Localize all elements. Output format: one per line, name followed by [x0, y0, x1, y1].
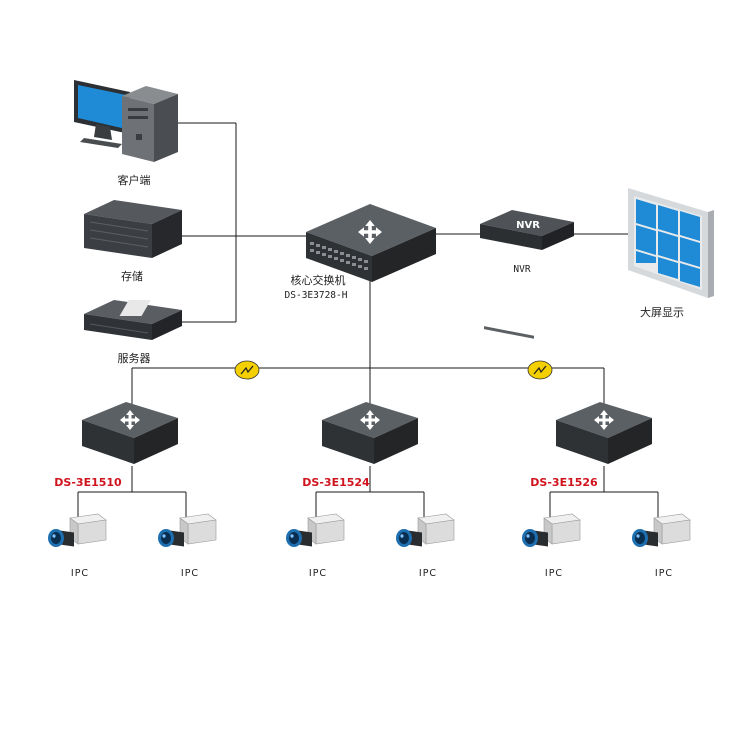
server-unit: 服务器 — [84, 300, 182, 365]
core-switch-icon — [306, 204, 436, 282]
access-switch-icon — [322, 402, 418, 464]
client-label: 客户端 — [118, 173, 151, 187]
access-switch-1: DS-3E1510 — [54, 402, 178, 489]
storage-unit: 存储 — [84, 200, 182, 283]
ip-camera-icon — [285, 513, 345, 548]
server-label: 服务器 — [118, 352, 151, 365]
ip-camera-icon — [157, 513, 217, 548]
access-switch-3: DS-3E1526 — [530, 402, 652, 489]
camera-label: IPC — [655, 568, 673, 579]
core-switch-model: DS-3E3728-H — [285, 290, 348, 301]
storage-icon — [84, 200, 182, 258]
camera-label: IPC — [181, 568, 199, 579]
camera-group-2: IPC IPC — [285, 513, 455, 579]
ip-camera-icon — [521, 513, 581, 548]
access-switch-2: DS-3E1524 — [302, 402, 418, 489]
lightning-icon — [527, 360, 553, 380]
nvr-label: NVR — [513, 264, 530, 275]
nvr-unit: NVR NVR — [480, 210, 574, 339]
ip-camera-icon — [631, 513, 691, 548]
camera-label: IPC — [545, 568, 563, 579]
computer-icon — [74, 80, 178, 162]
camera-group-1: IPC IPC — [47, 513, 217, 579]
server-icon — [84, 300, 182, 340]
camera-label: IPC — [71, 568, 89, 579]
access-switch-icon — [82, 402, 178, 464]
nvr-badge: NVR — [516, 220, 540, 231]
access-switch-icon — [556, 402, 652, 464]
ip-camera-icon — [47, 513, 107, 548]
access-switch-model: DS-3E1524 — [302, 476, 370, 489]
client-computer: 客户端 — [74, 80, 178, 187]
core-switch-label: 核心交换机 — [291, 273, 346, 287]
lightning-icon — [234, 360, 260, 380]
camera-label: IPC — [309, 568, 327, 579]
storage-label: 存储 — [121, 269, 143, 283]
access-switch-model: DS-3E1526 — [530, 476, 598, 489]
access-switch-model: DS-3E1510 — [54, 476, 122, 489]
big-screen: 大屏显示 — [628, 188, 714, 319]
camera-label: IPC — [419, 568, 437, 579]
big-screen-label: 大屏显示 — [640, 305, 684, 319]
core-switch: 核心交换机 DS-3E3728-H — [285, 204, 436, 301]
nvr-icon: NVR — [480, 210, 574, 339]
ip-camera-icon — [395, 513, 455, 548]
camera-group-3: IPC IPC — [521, 513, 691, 579]
video-wall-icon — [628, 188, 714, 298]
